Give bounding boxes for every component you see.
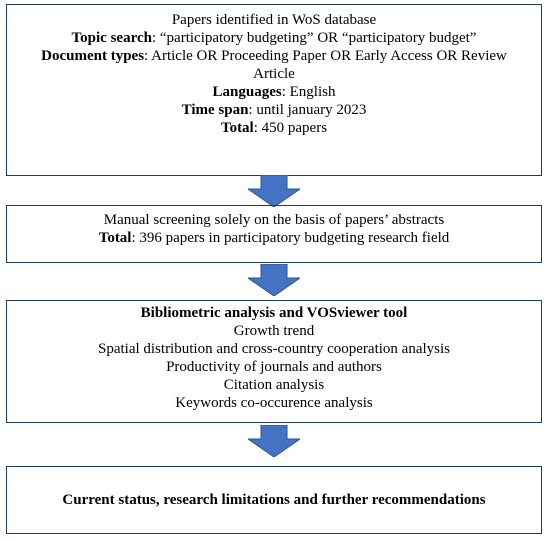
identification-title: Papers identified in WoS database	[171, 12, 377, 28]
identification-box: Papers identified in WoS database Topic …	[6, 4, 542, 176]
time-span-row: Time span: until january 2023	[7, 101, 541, 119]
row-value: : “participatory budgeting” OR “particip…	[151, 30, 477, 46]
row-label: Document types	[41, 48, 145, 64]
analysis-box: Bibliometric analysis and VOSviewer tool…	[6, 300, 542, 423]
screening-total-row: Total: 396 papers in participatory budge…	[7, 229, 541, 247]
analysis-item: Growth trend	[233, 323, 315, 339]
row-value: : 396 papers in participatory budgeting …	[131, 230, 450, 246]
analysis-item: Citation analysis	[223, 377, 325, 393]
conclusion-text: Current status, research limitations and…	[62, 492, 486, 508]
down-arrow-icon	[248, 264, 300, 296]
analysis-item: Spatial distribution and cross-country c…	[97, 341, 450, 357]
conclusion-box: Current status, research limitations and…	[6, 466, 542, 534]
screening-box: Manual screening solely on the basis of …	[6, 205, 542, 263]
row-label: Languages	[212, 84, 282, 100]
row-value: : 450 papers	[253, 120, 328, 136]
topic-search-row: Topic search: “participatory budgeting” …	[7, 29, 541, 47]
down-arrow-icon	[248, 425, 300, 457]
row-label: Topic search	[71, 30, 152, 46]
row-label: Total	[98, 230, 132, 246]
document-types-row: Document types: Article OR Proceeding Pa…	[7, 47, 541, 83]
total-row: Total: 450 papers	[7, 119, 541, 137]
row-label: Total	[220, 120, 254, 136]
screening-text: Manual screening solely on the basis of …	[103, 212, 445, 228]
down-arrow-icon	[248, 175, 300, 207]
row-value: : until january 2023	[248, 102, 367, 118]
languages-row: Languages: English	[7, 83, 541, 101]
analysis-item: Keywords co-occurence analysis	[175, 395, 373, 411]
analysis-title: Bibliometric analysis and VOSviewer tool	[140, 305, 408, 321]
analysis-item: Productivity of journals and authors	[166, 359, 382, 375]
row-value: : English	[281, 84, 336, 100]
row-label: Time span	[181, 102, 249, 118]
row-value: : Article OR Proceeding Paper OR Early A…	[144, 48, 507, 82]
